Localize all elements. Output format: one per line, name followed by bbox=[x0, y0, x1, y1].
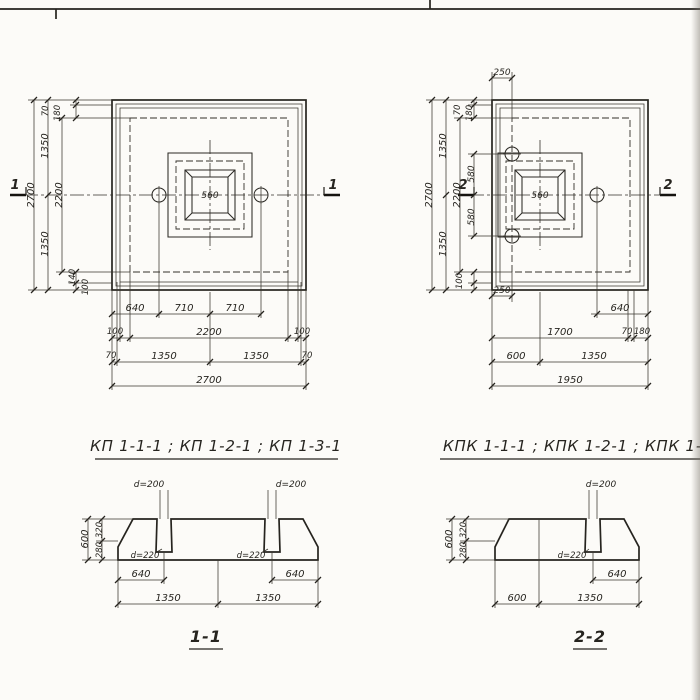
rp-dim-1350: 1350 bbox=[581, 351, 606, 362]
frame-line bbox=[0, 0, 700, 19]
s2-dimension-lines bbox=[446, 518, 640, 608]
lp-dim-half-bottom: 1350 bbox=[40, 231, 51, 256]
s1-footing-outline bbox=[117, 518, 319, 561]
lp-cup-dim: 560 bbox=[201, 191, 218, 201]
rp-dim-640: 640 bbox=[610, 303, 629, 314]
lp-dim-inner-v: 2200 bbox=[54, 182, 65, 207]
s1-dim-280: 280 bbox=[95, 542, 105, 558]
rp-dim-inner-v: 2200 bbox=[452, 182, 463, 207]
section-1-1-view: КП 1-1-1 ; КП 1-2-1 ; КП 1-3-1 d=200 d=2… bbox=[80, 437, 342, 650]
right-plan-view: 2 2 560 250 2700 1350 1350 2200 70 180 5… bbox=[424, 68, 676, 390]
rp-dim-half-top: 1350 bbox=[438, 133, 449, 158]
lp-dim-710-right: 710 bbox=[225, 303, 244, 314]
rp-dim-total-v: 2700 bbox=[424, 182, 435, 207]
lp-dim-bot-small-2: 100 bbox=[81, 279, 91, 295]
s1-dimension-lines bbox=[82, 518, 319, 608]
lp-dim-top-small-2: 180 bbox=[53, 105, 63, 121]
s2-label: 2-2 bbox=[574, 627, 606, 646]
rp-dim-half-bottom: 1350 bbox=[438, 231, 449, 256]
rp-dim-top-small-1: 70 bbox=[453, 105, 463, 116]
s2-dim-d220: d=220 bbox=[558, 551, 587, 561]
s2-footing-outline bbox=[494, 518, 640, 561]
s2-dim-1350: 1350 bbox=[577, 593, 602, 604]
lp-dim-710-left: 710 bbox=[174, 303, 193, 314]
s1-dim-d200-left: d=200 bbox=[134, 480, 165, 490]
rp-dimension-ticks bbox=[428, 74, 652, 390]
s1-dim-320: 320 bbox=[95, 522, 105, 538]
lp-dim-1350-left: 1350 bbox=[151, 351, 176, 362]
lp-dim-total-v: 2700 bbox=[26, 182, 37, 207]
rp-dim-580-bottom: 580 bbox=[467, 208, 477, 225]
left-plan-view: 1 1 560 2700 1350 1350 2200 70 180 140 1… bbox=[10, 96, 340, 390]
s2-dimension-ticks bbox=[448, 515, 643, 608]
rp-cup-dim: 560 bbox=[531, 191, 548, 201]
rp-centerlines bbox=[470, 140, 668, 250]
s1-dim-1350-left: 1350 bbox=[155, 593, 180, 604]
lp-dim-1350-right: 1350 bbox=[243, 351, 268, 362]
rp-dim-top-small-2: 180 bbox=[465, 105, 475, 121]
lp-dim-640: 640 bbox=[125, 303, 144, 314]
s1-dim-640-right: 640 bbox=[285, 569, 304, 580]
s1-dim-640-left: 640 bbox=[131, 569, 150, 580]
lp-dim-100-right: 100 bbox=[294, 327, 310, 337]
lp-centerlines bbox=[24, 140, 338, 250]
s2-dim-600-h: 600 bbox=[444, 529, 455, 548]
s2-dim-320: 320 bbox=[459, 522, 469, 538]
s1-dim-d220-left: d=220 bbox=[131, 551, 160, 561]
lp-dimension-ticks bbox=[30, 96, 310, 390]
rp-pedestal-cup bbox=[497, 152, 583, 238]
rp-dim-100-bottom: 100 bbox=[455, 273, 465, 289]
rp-section-mark-left: 2 bbox=[458, 178, 467, 193]
s2-dim-d200: d=200 bbox=[586, 480, 617, 490]
section-2-2-view: КПК 1-1-1 ; КПК 1-2-1 ; КПК 1-3-1 d=200 … bbox=[440, 437, 700, 650]
rp-dim-600: 600 bbox=[506, 351, 525, 362]
rp-section-cut-ticks bbox=[473, 187, 661, 195]
lp-dim-70-right: 70 bbox=[302, 351, 313, 361]
rp-dim-70: 70 bbox=[622, 327, 633, 337]
rp-dim-250-top: 250 bbox=[493, 68, 510, 78]
lp-dim-bot-small-1: 140 bbox=[68, 269, 78, 285]
s1-dim-600: 600 bbox=[80, 529, 91, 548]
lp-dim-100-left: 100 bbox=[107, 327, 123, 337]
lp-section-mark-right: 1 bbox=[328, 178, 337, 193]
lp-dimension-lines bbox=[28, 99, 307, 390]
sheet-frame bbox=[0, 0, 700, 19]
lp-dim-top-small-1: 70 bbox=[41, 106, 51, 117]
rp-dimension-lines bbox=[426, 72, 649, 390]
lp-dim-half-top: 1350 bbox=[40, 133, 51, 158]
lp-pedestal-cup bbox=[167, 152, 253, 238]
s1-label: 1-1 bbox=[190, 627, 222, 646]
s2-title: КПК 1-1-1 ; КПК 1-2-1 ; КПК 1-3-1 bbox=[443, 437, 700, 455]
s2-dim-280: 280 bbox=[459, 542, 469, 558]
lp-section-mark-left: 1 bbox=[10, 178, 19, 193]
rp-dim-total-h: 1950 bbox=[557, 375, 582, 386]
rp-dim-180: 180 bbox=[634, 327, 650, 337]
s1-pocket-leaders bbox=[154, 490, 277, 584]
lp-section-cut-ticks bbox=[25, 187, 325, 195]
rp-hidden-lines bbox=[505, 117, 631, 273]
s1-dim-1350-right: 1350 bbox=[255, 593, 280, 604]
lp-dim-total-h: 2700 bbox=[196, 375, 221, 386]
s1-dim-d200-right: d=200 bbox=[276, 480, 307, 490]
rp-section-mark-right: 2 bbox=[663, 178, 672, 193]
lp-dim-70-left: 70 bbox=[106, 351, 117, 361]
s2-dim-600-b: 600 bbox=[507, 593, 526, 604]
rp-dim-580-top: 580 bbox=[467, 165, 477, 182]
rp-dim-1700: 1700 bbox=[547, 327, 572, 338]
s1-dimension-ticks bbox=[84, 515, 322, 608]
lp-dim-2200-h: 2200 bbox=[196, 327, 221, 338]
s2-dim-640: 640 bbox=[607, 569, 626, 580]
s2-pocket-leaders bbox=[538, 490, 598, 608]
s1-dim-d220-right: d=220 bbox=[237, 551, 266, 561]
rp-dim-250-bottom: 250 bbox=[493, 286, 510, 296]
rp-edge-steps bbox=[495, 103, 645, 287]
s1-title: КП 1-1-1 ; КП 1-2-1 ; КП 1-3-1 bbox=[90, 437, 342, 455]
